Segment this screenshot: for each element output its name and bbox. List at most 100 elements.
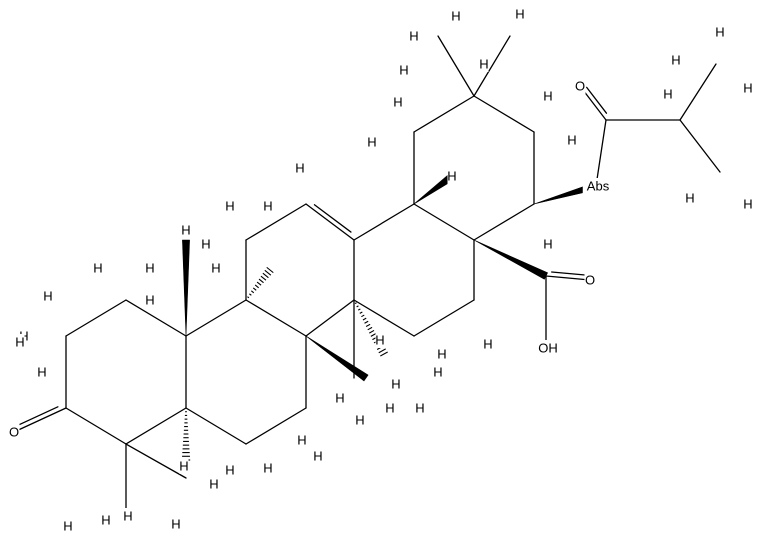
hydrogen-label: H xyxy=(483,337,492,352)
hydrogen-label: H xyxy=(263,461,272,476)
hydrogen-label: H xyxy=(685,191,694,206)
wedge-bond-c8-methyl xyxy=(305,335,369,382)
label-bg-h31 xyxy=(451,8,461,24)
hash-bond-c14-methyl-16 xyxy=(378,348,386,354)
double-bond-ketone-b xyxy=(17,406,59,426)
label-bg-h37 xyxy=(483,336,493,352)
label-bg-h26 xyxy=(447,168,457,184)
bond-layer xyxy=(13,35,721,511)
hydrogen-label: H xyxy=(543,89,552,104)
hash-bond-c14-methyl-2 xyxy=(356,305,359,308)
label-bg-h39 xyxy=(415,400,425,416)
bond-16 xyxy=(413,299,475,337)
hydrogen-label: H xyxy=(567,133,576,148)
hash-bond-c9-h-9 xyxy=(262,272,269,279)
label-bg-h20 xyxy=(355,412,365,428)
hydrogen-label: H xyxy=(145,293,154,308)
oxygen-label: O xyxy=(9,425,19,440)
hash-bond-c14-methyl-3 xyxy=(357,308,361,311)
label-bg-h17 xyxy=(297,432,307,448)
hydrogen-label: H xyxy=(671,53,680,68)
label-bg-h18 xyxy=(313,448,323,464)
bond-26 xyxy=(125,443,187,479)
hash-bond-c9-h-5 xyxy=(254,284,259,289)
label-bg-h40 xyxy=(391,376,401,392)
double-bond-c12-c13-b xyxy=(313,204,352,233)
stereo-bond-layer xyxy=(181,174,598,461)
label-bg-h1 xyxy=(145,260,155,276)
bond-24 xyxy=(473,203,535,241)
hash-bond-c9-h-1 xyxy=(247,296,250,299)
hydrogen-label: H xyxy=(63,519,72,534)
double-bond-c12-c13-a xyxy=(305,203,355,241)
label-bg-h43 xyxy=(671,52,681,68)
hydrogen-label: H xyxy=(451,9,460,24)
hydrogen-label: H xyxy=(391,377,400,392)
bond-9 xyxy=(245,299,307,337)
label-bg-h45 xyxy=(743,80,753,96)
hash-bond-c14-methyl-7 xyxy=(364,320,369,324)
hydrogen-label: H xyxy=(335,391,344,406)
hydrogen-label: H xyxy=(385,401,394,416)
label-bg-h11 xyxy=(123,508,133,524)
hash-bond-c14-methyl-11 xyxy=(370,333,377,337)
bond-22 xyxy=(473,95,535,133)
label-bg-h28 xyxy=(367,134,377,150)
label-bg-h7 xyxy=(15,334,25,350)
hydrogen-label: H xyxy=(479,57,488,72)
hydrogen-label: H xyxy=(367,135,376,150)
hydrogen-label: H xyxy=(437,347,446,362)
hash-bond-c9-h-7 xyxy=(258,278,264,284)
hydrogen-label: H xyxy=(225,463,234,478)
abs-label: Abs xyxy=(587,179,610,194)
label-bg-h2 xyxy=(211,260,221,276)
hydrogen-label: H xyxy=(263,199,272,214)
bond-3 xyxy=(125,407,187,445)
hydrogen-label: H xyxy=(375,333,384,348)
label-bg-h22 xyxy=(201,236,211,252)
hydrogen-label: H xyxy=(37,365,46,380)
label-bg-h24 xyxy=(263,198,273,214)
hydrogen-label: H xyxy=(43,289,52,304)
hydrogen-label: H xyxy=(663,87,672,102)
label-bg-h46 xyxy=(685,190,695,206)
label-bg-h30 xyxy=(409,28,419,44)
label-bg-h32 xyxy=(515,6,525,22)
bond-5 xyxy=(125,299,187,337)
bond-6 xyxy=(185,407,247,445)
hydrogen-label: H xyxy=(15,335,24,350)
label-bg-h34 xyxy=(543,88,553,104)
hydrogen-label: H xyxy=(743,81,752,96)
bond-18 xyxy=(413,203,475,241)
oxygen-label: O xyxy=(575,79,585,94)
hydrogen-label: H xyxy=(297,433,306,448)
label-bg-h0 xyxy=(181,222,191,238)
hydrogen-label: H xyxy=(355,413,364,428)
label-bg-acid-oh xyxy=(536,340,560,356)
double-bond-acid-a xyxy=(545,275,591,281)
label-bg-h8 xyxy=(37,364,47,380)
hash-bond-c14-methyl-4 xyxy=(359,311,363,314)
label-bg-ester-o xyxy=(574,78,586,94)
label-bg-acid-o xyxy=(584,272,596,288)
bond-28 xyxy=(437,35,475,97)
double-bond-ester-b xyxy=(586,86,608,114)
hash-bond-c14-methyl-1 xyxy=(354,302,357,305)
label-bg-h36 xyxy=(543,236,553,252)
bond-19 xyxy=(353,203,415,241)
hydrogen-label: H xyxy=(313,449,322,464)
hydrogen-label: H xyxy=(101,513,110,528)
wedge-bond-c17-carboxyl xyxy=(473,239,548,280)
hydrogen-label: H xyxy=(433,365,442,380)
label-bg-h44 xyxy=(715,24,725,40)
bond-31 xyxy=(595,119,607,187)
label-bg-abs xyxy=(582,178,614,194)
label-bg-h9 xyxy=(63,518,73,534)
hydroxyl-label: OH xyxy=(538,341,558,356)
hydrogen-label: H xyxy=(181,223,190,238)
hydrogen-label: H xyxy=(415,401,424,416)
hash-bond-c9-h-3 xyxy=(250,290,255,294)
hydrogen-label: H xyxy=(171,517,180,532)
label-bg-h25 xyxy=(295,160,305,176)
